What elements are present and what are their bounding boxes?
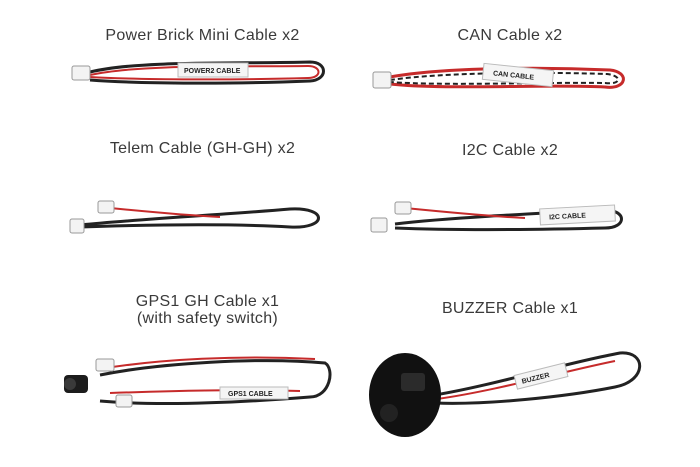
caption-buzzer-cable: BUZZER Cable x1 — [441, 300, 579, 317]
caption-i2c-cable: I2C Cable x2 — [461, 142, 559, 159]
i2c-cable-image: I2C CABLE — [370, 201, 623, 233]
gps1-sleeve-label: GPS1 CABLE — [228, 391, 273, 398]
can-sleeve-label: CAN CABLE — [493, 70, 535, 81]
caption-gps1-cable-note: (with safety switch) — [136, 310, 279, 327]
caption-telem-cable: Telem Cable (GH-GH) x2 — [109, 140, 296, 157]
caption-gps1-cable: GPS1 GH Cable x1 — [135, 293, 280, 310]
power-brick-mini-cable-image: POWER2 CABLE — [71, 60, 325, 85]
i2c-sleeve-label: I2C CABLE — [549, 213, 587, 222]
can-cable-image: CAN CABLE — [372, 62, 625, 89]
caption-power-brick-mini-cable: Power Brick Mini Cable x2 — [105, 27, 300, 44]
buzzer-cable-image: BUZZER — [369, 351, 642, 437]
telem-cable-image — [69, 200, 320, 234]
power-brick-sleeve-label: POWER2 CABLE — [184, 68, 241, 75]
caption-can-cable: CAN Cable x2 — [457, 27, 563, 44]
gps1-cable-image: GPS1 CABLE — [64, 356, 332, 408]
